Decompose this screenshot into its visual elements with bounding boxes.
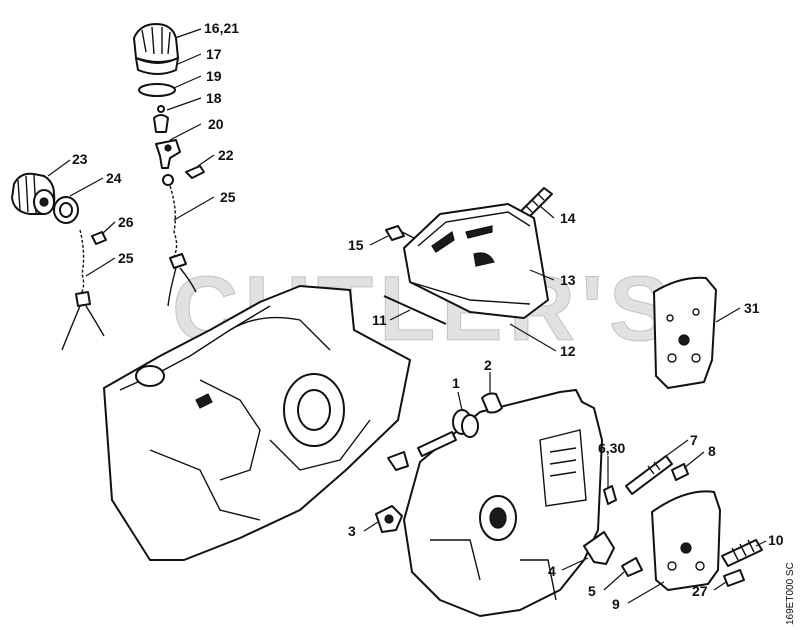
- plate-9: [651, 490, 721, 591]
- crankcase-right: [403, 389, 603, 617]
- plate-31: [653, 276, 717, 389]
- callout-13: 13: [560, 272, 576, 288]
- adjust-screw-7: [625, 455, 673, 495]
- buffer-2: [481, 392, 503, 414]
- callout-10: 10: [768, 532, 784, 548]
- callout-24: 24: [106, 170, 122, 186]
- callout-22: 22: [218, 147, 234, 163]
- screw-27: [723, 569, 745, 587]
- callout-14: 14: [560, 210, 576, 226]
- callout-26: 26: [118, 214, 134, 230]
- cord-25-lower: [61, 229, 107, 351]
- callout-27: 27: [692, 583, 708, 599]
- crankcase-left: [103, 285, 411, 561]
- nut-3: [375, 505, 403, 533]
- screw-5: [621, 557, 643, 577]
- cover-13: [403, 203, 549, 319]
- callout-12: 12: [560, 343, 576, 359]
- callout-5: 5: [588, 583, 596, 599]
- callout-20: 20: [208, 116, 224, 132]
- callout-31: 31: [744, 300, 760, 316]
- callout-8: 8: [708, 443, 716, 459]
- callout-23: 23: [72, 151, 88, 167]
- callout-19: 19: [206, 68, 222, 84]
- callout-18: 18: [206, 90, 222, 106]
- cover-4: [583, 531, 615, 565]
- callout-25-lower: 25: [118, 250, 134, 266]
- callout-11: 11: [372, 312, 387, 328]
- callout-16-21: 16,21: [204, 20, 239, 36]
- filler-cap-assembly: [11, 172, 79, 224]
- callout-labels: 16,21 17 19 18 20 22 25 23 24 26 25 14 1…: [72, 20, 784, 612]
- callout-2: 2: [484, 357, 492, 373]
- callout-1: 1: [452, 375, 460, 391]
- screw-15: [385, 225, 405, 241]
- callout-15: 15: [348, 237, 364, 253]
- callout-6-30: 6,30: [598, 440, 625, 456]
- bolt-10: [721, 539, 763, 567]
- drawing-code: 169ET000 SC: [785, 562, 796, 625]
- cord-25-upper: [167, 185, 197, 307]
- callout-25-upper: 25: [220, 189, 236, 205]
- callout-17: 17: [206, 46, 222, 62]
- av-element-1: [417, 409, 479, 457]
- pin-11: [383, 295, 447, 325]
- callout-4: 4: [548, 563, 556, 579]
- plug-6-30: [603, 485, 617, 505]
- callout-9: 9: [612, 596, 620, 612]
- hose-connector: [387, 451, 409, 471]
- oil-cap-assembly: [133, 23, 205, 186]
- callout-3: 3: [348, 523, 356, 539]
- callout-7: 7: [690, 432, 698, 448]
- leader-lines: [47, 28, 767, 604]
